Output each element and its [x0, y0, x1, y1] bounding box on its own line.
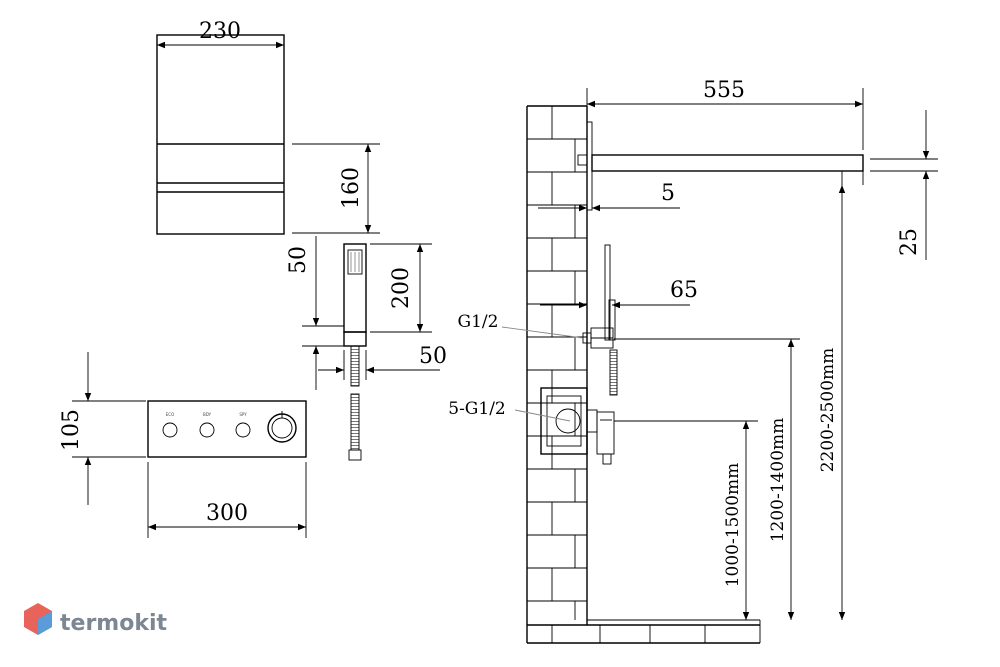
label-handheld-width: 50 [419, 344, 447, 369]
dimension-height-1: 1000-1500mm [614, 420, 758, 620]
dimension-wall-gap: 5 [538, 181, 680, 212]
label-height-3: 2200-2500mm [818, 348, 838, 473]
label-inlet: 5-G1/2 [448, 399, 506, 419]
dimension-handheld-width: 50 [318, 344, 447, 380]
knob-1-label: ECO [166, 412, 174, 417]
knob-2 [199, 422, 215, 438]
dimension-top-unit-height: 160 [292, 143, 380, 234]
concealed-valve-box [540, 387, 615, 465]
label-height-2: 1200-1400mm [768, 418, 788, 543]
overhead-arm [577, 121, 864, 211]
label-panel-width: 300 [206, 501, 248, 526]
dimension-arm-length: 555 [586, 78, 864, 150]
knob-3 [235, 422, 251, 438]
label-handheld-offset: 50 [286, 246, 311, 274]
brand-logo-icon-shade [38, 611, 52, 635]
hose-detached [348, 393, 362, 461]
label-arm-length: 555 [703, 78, 745, 103]
slide-bar [604, 244, 618, 396]
dimension-height-2: 1200-1400mm [614, 338, 800, 620]
brand-name: termokit [60, 611, 167, 636]
label-wall-gap: 5 [661, 181, 675, 206]
brand-logo: termokit [24, 603, 167, 636]
knob-2-label: BDY [203, 412, 212, 417]
dimension-bar-offset: 65 [540, 278, 698, 309]
dimension-panel-width: 300 [147, 462, 307, 538]
label-bar-offset: 65 [670, 278, 698, 303]
label-top-unit-width: 230 [199, 19, 241, 44]
dimension-handheld-offset: 50 [286, 236, 344, 390]
label-height-1: 1000-1500mm [723, 463, 743, 588]
shower-head-unit [156, 34, 285, 235]
dimension-height-3: 2200-2500mm [818, 185, 846, 620]
brick-wall [526, 105, 588, 643]
label-top-unit-height: 160 [339, 167, 364, 209]
callout-wall-fitting: G1/2 [458, 312, 584, 339]
dimension-arm-thickness: 25 [870, 110, 938, 260]
control-panel: ECO BDY SPY [147, 400, 307, 458]
label-panel-height: 105 [59, 409, 84, 451]
dimension-top-unit-width: 230 [157, 19, 284, 49]
floor [527, 619, 761, 644]
callout-inlet: 5-G1/2 [448, 399, 571, 422]
knob-3-label: SPY [239, 412, 247, 417]
dimension-panel-height: 105 [59, 352, 146, 505]
label-handheld-length: 200 [389, 267, 414, 309]
label-arm-thickness: 25 [897, 228, 922, 256]
handheld-shower [343, 243, 367, 387]
dimension-handheld-length: 200 [370, 243, 432, 333]
label-wall-fitting: G1/2 [458, 312, 499, 332]
knob-1 [162, 422, 178, 438]
